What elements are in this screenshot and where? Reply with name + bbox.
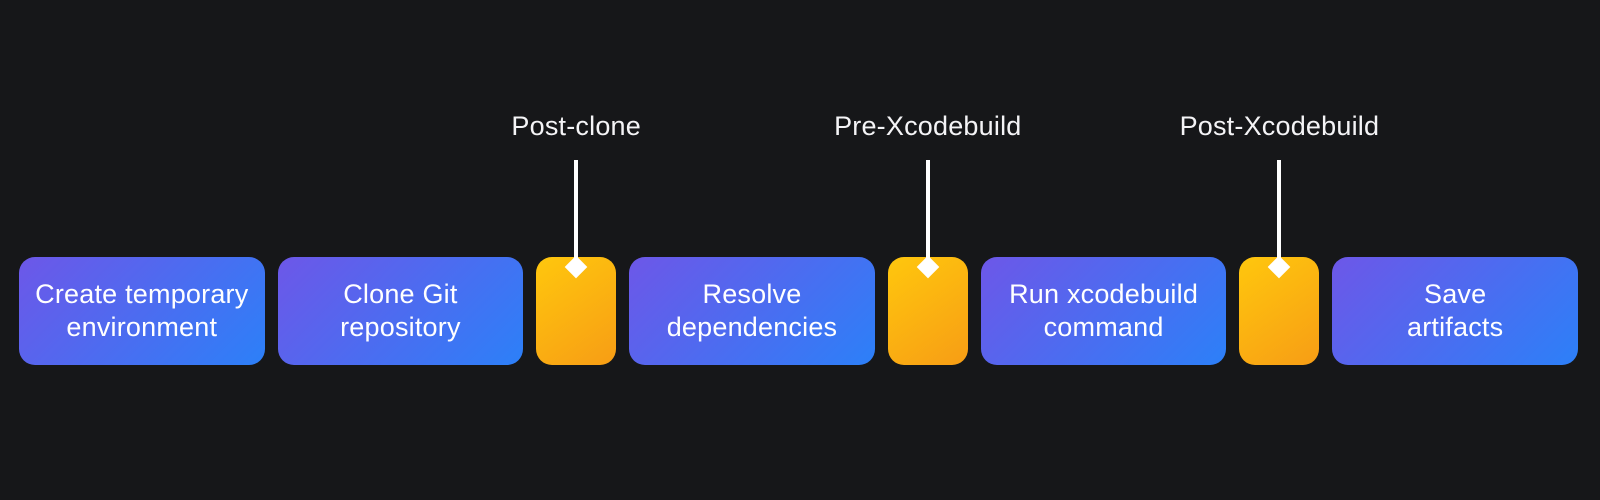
hook-pre-xcodebuild: Pre-Xcodebuild <box>834 111 1021 365</box>
diamond-marker-icon <box>564 255 588 279</box>
hook-label-pre-xcodebuild: Pre-Xcodebuild <box>834 111 1022 141</box>
connector-line <box>574 160 579 260</box>
hook-post-xcodebuild: Post-Xcodebuild <box>1180 111 1379 365</box>
step-clone-git-repository: Clone Git repository <box>277 257 524 365</box>
hook-label-post-clone: Post-clone <box>511 111 641 141</box>
step-save-artifacts: Save artifacts <box>1332 257 1578 365</box>
connector-line <box>1277 160 1282 260</box>
step-run-xcodebuild-command: Run xcodebuild command <box>980 257 1227 365</box>
pipeline-row: Create temporary environment Clone Git r… <box>19 111 1578 365</box>
diamond-marker-icon <box>1268 255 1291 279</box>
step-create-temporary-environment: Create temporary environment <box>19 257 265 365</box>
step-resolve-dependencies: Resolve dependencies <box>629 257 875 365</box>
diamond-marker-icon <box>916 255 940 279</box>
hook-post-clone: Post-clone <box>511 111 641 365</box>
hook-label-post-xcodebuild: Post-Xcodebuild <box>1179 111 1380 141</box>
connector-line <box>925 160 930 260</box>
